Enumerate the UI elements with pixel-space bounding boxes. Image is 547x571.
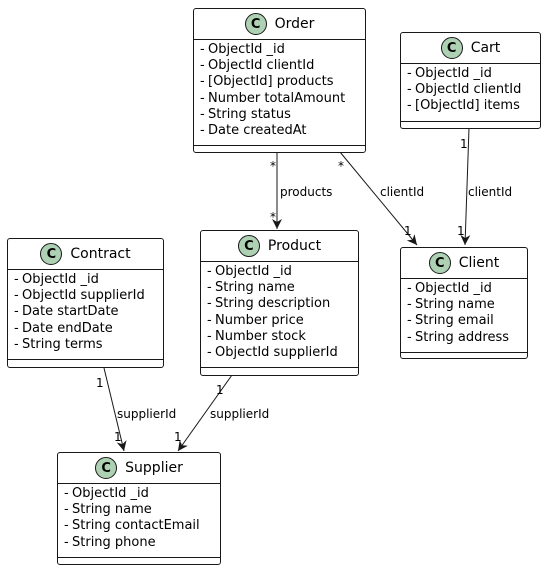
attribute: -Number price [207,312,304,328]
relation-order-client-to-mult: 1 [404,224,412,238]
relation-product-supplier-to-mult: 1 [174,430,182,444]
class-contract-attributes: -ObjectId _id -ObjectId supplierId -Date… [8,270,163,361]
class-cart-header: C Cart [401,33,540,64]
class-product[interactable]: C Product -ObjectId _id -String name -St… [200,230,359,376]
class-product-methods [201,368,358,375]
attribute: -ObjectId _id [14,272,99,287]
relation-order-product-to-mult: * [270,210,276,224]
class-order-attributes: -ObjectId _id -ObjectId clientId -[Objec… [194,40,365,147]
class-client-methods [401,353,527,360]
class-client-name: Client [458,255,500,271]
class-stereotype-icon: C [428,252,451,274]
attribute: -String phone [64,534,156,550]
class-client-header: C Client [401,248,527,279]
class-order-name: Order [274,16,315,32]
class-supplier-header: C Supplier [58,453,220,484]
attribute: -ObjectId _id [64,486,149,501]
class-stereotype-icon: C [40,243,63,265]
class-stereotype-icon: C [244,13,267,35]
class-order-header: C Order [194,9,365,40]
relation-order-client-from-mult: * [338,159,344,173]
class-contract[interactable]: C Contract -ObjectId _id -ObjectId suppl… [7,238,164,368]
class-contract-name: Contract [70,246,131,262]
relation-order-client[interactable] [339,151,418,246]
class-product-attributes: -ObjectId _id -String name -String descr… [201,262,358,369]
class-cart-attributes: -ObjectId _id -ObjectId clientId -[Objec… [401,64,540,122]
class-cart-name: Cart [470,40,501,56]
attribute: -String contactEmail [64,518,200,534]
relation-order-client-label: clientId [380,185,424,199]
class-stereotype-icon: C [95,457,118,479]
attribute: -String address [407,329,510,345]
attribute: -ObjectId _id [207,264,292,279]
relation-cart-client-to-mult: 1 [457,224,465,238]
class-supplier-methods [58,558,220,565]
attribute: -String name [64,502,152,518]
relation-cart-client[interactable] [460,127,471,246]
class-order[interactable]: C Order -ObjectId _id -ObjectId clientId… [193,8,366,153]
relation-contract-supplier-from-mult: 1 [96,376,104,390]
attribute: -String terms [14,336,103,352]
attribute: -ObjectId supplierId [207,345,338,361]
relation-product-supplier[interactable] [177,374,233,452]
class-client[interactable]: C Client -ObjectId _id -String name -Str… [400,247,528,359]
attribute: -ObjectId clientId [407,82,522,98]
relation-cart-client-label: clientId [468,185,512,199]
attribute: -String name [207,280,295,296]
class-stereotype-icon: C [237,235,260,257]
relation-product-supplier-label: supplierId [210,407,269,421]
attribute: -ObjectId clientId [200,58,315,74]
attribute: -ObjectId _id [407,281,492,296]
relation-contract-supplier-to-mult: 1 [114,430,122,444]
attribute: -ObjectId _id [407,66,492,81]
class-order-methods [194,146,365,153]
attribute: -Number stock [207,328,306,344]
attribute: -String status [200,106,291,122]
relation-product-supplier-from-mult: 1 [216,383,224,397]
relation-contract-supplier[interactable] [103,367,127,452]
attribute: -Date createdAt [200,123,307,139]
attribute: -ObjectId _id [200,42,285,57]
class-contract-methods [8,360,163,367]
class-client-attributes: -ObjectId _id -String name -String email… [401,279,527,353]
class-contract-header: C Contract [8,239,163,270]
relation-contract-supplier-label: supplierId [117,407,176,421]
relation-order-product-from-mult: * [270,159,276,173]
relation-cart-client-from-mult: 1 [460,137,468,151]
class-supplier-name: Supplier [125,460,183,476]
class-supplier[interactable]: C Supplier -ObjectId _id -String name -S… [57,452,221,565]
attribute: -Date startDate [14,304,119,320]
class-stereotype-icon: C [440,37,463,59]
class-product-name: Product [267,238,322,254]
class-supplier-attributes: -ObjectId _id -String name -String conta… [58,484,220,558]
class-cart[interactable]: C Cart -ObjectId _id -ObjectId clientId … [400,32,541,129]
attribute: -Date endDate [14,320,113,336]
attribute: -[ObjectId] items [407,98,520,114]
class-cart-methods [401,122,540,129]
attribute: -String name [407,297,495,313]
class-product-header: C Product [201,231,358,262]
attribute: -ObjectId supplierId [14,288,145,304]
relation-order-product-label: products [280,185,332,199]
attribute: -[ObjectId] products [200,74,334,90]
attribute: -Number totalAmount [200,90,346,106]
attribute: -String description [207,296,331,312]
attribute: -String email [407,313,494,329]
